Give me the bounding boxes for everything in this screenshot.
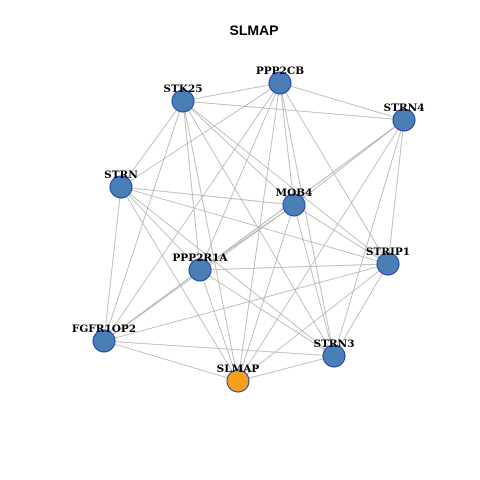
edge-PPP2CB-STRN4 <box>279 82 405 121</box>
edge-STRIP1-SLMAP <box>237 263 389 382</box>
edge-STRN-STRIP1 <box>120 186 389 265</box>
edge-PPP2CB-STK25 <box>182 82 281 102</box>
node-label-STRN4: STRN4 <box>383 102 424 114</box>
edge-MOB4-STRN3 <box>293 204 335 357</box>
node-FGFR1OP2[interactable] <box>92 329 116 353</box>
edge-STK25-STRN3 <box>182 100 335 357</box>
node-STK25[interactable] <box>171 89 195 113</box>
node-PPP2CB[interactable] <box>268 71 292 95</box>
node-PPP2R1A[interactable] <box>188 258 212 282</box>
edge-STRN-STRN3 <box>120 186 335 357</box>
node-SLMAP[interactable] <box>226 369 250 393</box>
edge-STK25-MOB4 <box>182 100 295 206</box>
node-STRIP1[interactable] <box>376 252 400 276</box>
edge-PPP2CB-MOB4 <box>279 82 295 206</box>
edge-PPP2R1A-STRN3 <box>199 269 335 357</box>
node-STRN3[interactable] <box>322 344 346 368</box>
node-STRN[interactable] <box>109 175 133 199</box>
node-layer <box>92 71 416 393</box>
node-label-PPP2R1A: PPP2R1A <box>172 252 228 264</box>
edge-MOB4-STRIP1 <box>293 204 389 265</box>
node-label-STK25: STK25 <box>163 83 202 95</box>
edge-STRN-SLMAP <box>120 186 239 382</box>
node-STRN4[interactable] <box>392 108 416 132</box>
edge-PPP2R1A-FGFR1OP2 <box>103 269 201 342</box>
edge-STRN-PPP2R1A <box>120 186 201 271</box>
edge-STRIP1-FGFR1OP2 <box>103 263 389 342</box>
edge-STRN-FGFR1OP2 <box>103 186 122 342</box>
edge-PPP2CB-STRN <box>120 82 281 188</box>
edge-MOB4-SLMAP <box>237 204 295 382</box>
edge-STRIP1-STRN3 <box>333 263 389 357</box>
edge-PPP2CB-PPP2R1A <box>199 82 281 271</box>
edge-STRN4-MOB4 <box>293 119 405 206</box>
edge-STRN4-SLMAP <box>237 119 405 382</box>
edge-PPP2CB-FGFR1OP2 <box>103 82 281 342</box>
graph-title: SLMAP <box>230 22 279 38</box>
node-label-PPP2CB: PPP2CB <box>256 65 304 77</box>
node-label-SLMAP: SLMAP <box>217 363 260 375</box>
edge-STK25-STRN4 <box>182 100 405 121</box>
edge-STK25-FGFR1OP2 <box>103 100 184 342</box>
node-label-STRN: STRN <box>104 169 138 181</box>
node-MOB4[interactable] <box>282 193 306 217</box>
edge-STK25-STRN <box>120 100 184 188</box>
edge-STRN-MOB4 <box>120 186 295 206</box>
edge-PPP2R1A-SLMAP <box>199 269 239 382</box>
edge-layer <box>103 82 405 382</box>
node-label-MOB4: MOB4 <box>276 187 313 199</box>
edge-STRN4-STRIP1 <box>387 119 405 265</box>
node-label-STRIP1: STRIP1 <box>366 246 410 258</box>
edge-PPP2CB-STRN3 <box>279 82 335 357</box>
edge-STRN3-SLMAP <box>237 355 335 382</box>
node-label-STRN3: STRN3 <box>313 338 354 350</box>
edge-FGFR1OP2-SLMAP <box>103 340 239 382</box>
edge-STK25-SLMAP <box>182 100 239 382</box>
edge-STRIP1-PPP2R1A <box>199 263 389 271</box>
edge-STK25-STRIP1 <box>182 100 389 265</box>
node-label-FGFR1OP2: FGFR1OP2 <box>72 323 136 335</box>
edge-STK25-PPP2R1A <box>182 100 201 271</box>
edge-FGFR1OP2-STRN3 <box>103 340 335 357</box>
edge-STRN4-STRN3 <box>333 119 405 357</box>
edge-PPP2CB-SLMAP <box>237 82 281 382</box>
